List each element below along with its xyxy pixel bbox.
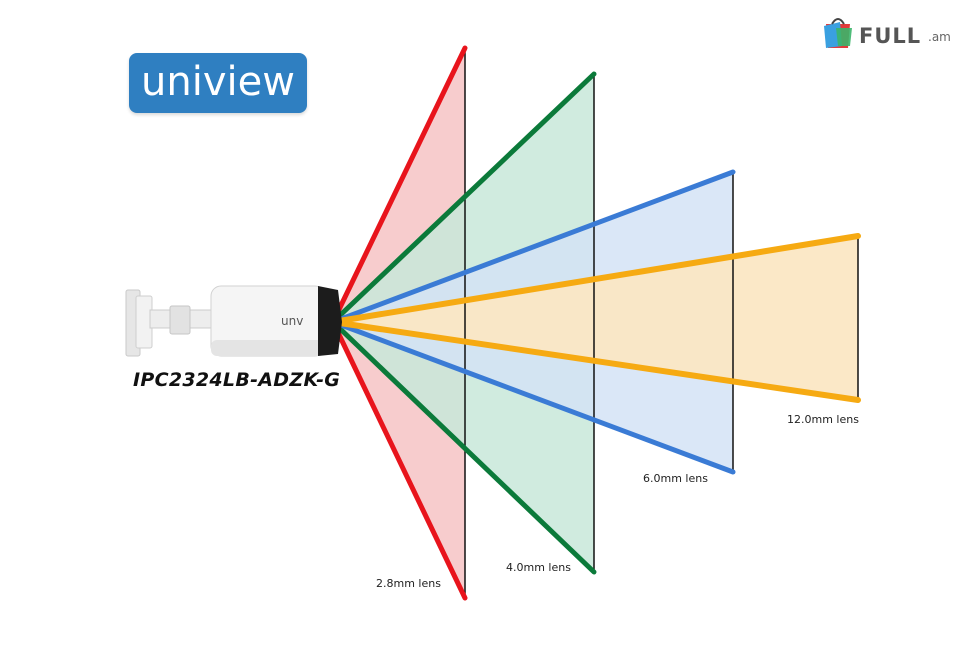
camera-illustration — [126, 286, 342, 356]
lens-label-2.8mm: 2.8mm lens — [376, 577, 441, 590]
camera-model-label: IPC2324LB-ADZK-G — [133, 369, 340, 391]
shopping-bag-icon — [820, 14, 856, 50]
lens-label-12.0mm: 12.0mm lens — [787, 413, 859, 426]
lens-label-6.0mm: 6.0mm lens — [643, 472, 708, 485]
watermark-sub-text: .am — [928, 30, 951, 44]
uniview-logo: uniview — [129, 53, 307, 113]
full-am-watermark: FULL .am — [820, 14, 950, 54]
lens-label-4.0mm: 4.0mm lens — [506, 561, 571, 574]
watermark-main-text: FULL — [859, 24, 921, 48]
camera-body-label: unv — [281, 314, 303, 328]
uniview-logo-text: uniview — [129, 53, 307, 113]
